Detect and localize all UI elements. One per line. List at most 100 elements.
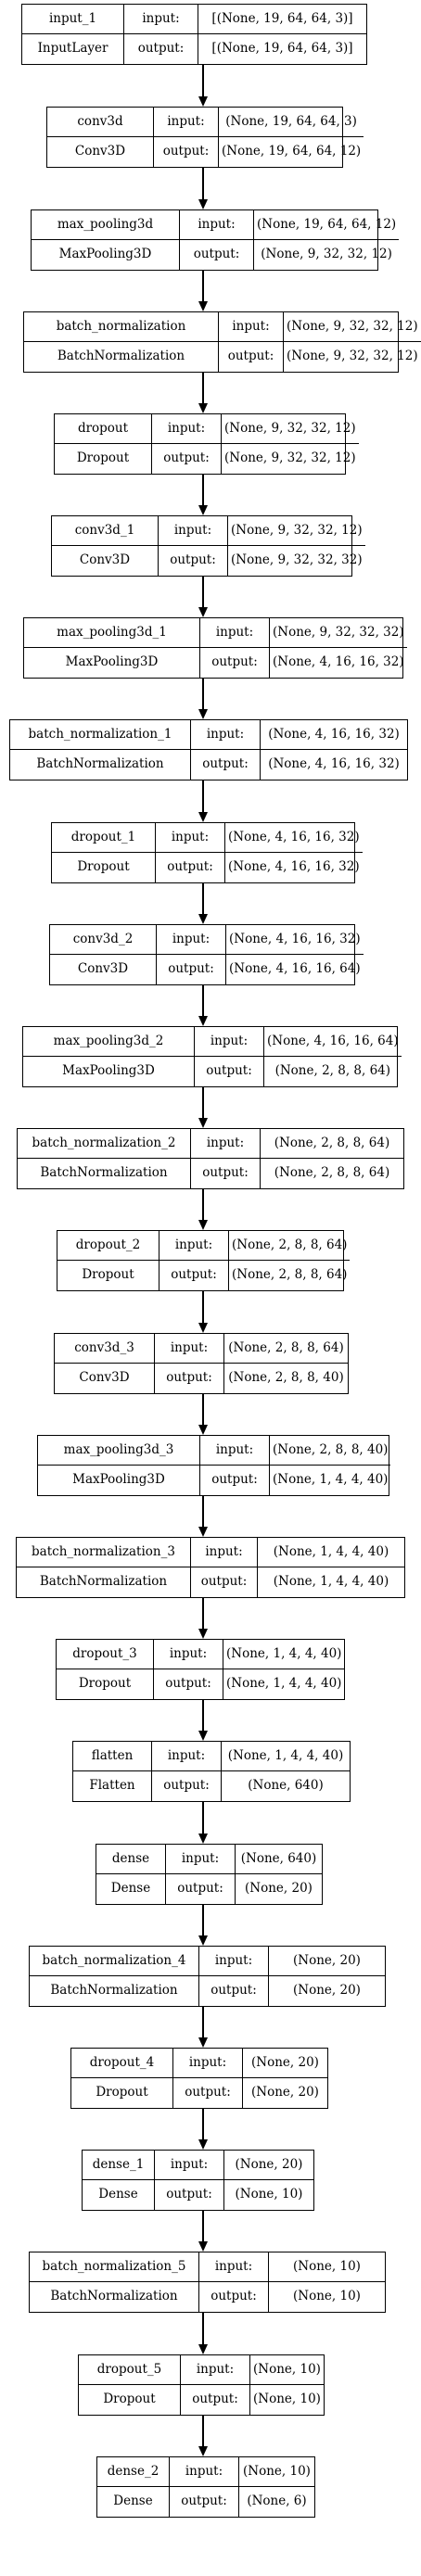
input-shape: [(None, 19, 64, 64, 3)] [198, 5, 366, 34]
edge-line [202, 2211, 204, 2242]
layer-name: max_pooling3d_2 [23, 1027, 195, 1057]
layer-type: MaxPooling3D [32, 240, 180, 270]
layer-type: MaxPooling3D [38, 1466, 200, 1495]
output-label: output: [152, 444, 222, 474]
input-label: input: [166, 1845, 236, 1874]
input-shape: (None, 1, 4, 4, 40) [258, 1538, 404, 1567]
input-shape: (None, 640) [236, 1845, 322, 1874]
arrowhead-icon [198, 505, 208, 515]
arrowhead-icon [198, 199, 208, 209]
arrowhead-icon [198, 1425, 208, 1435]
output-label: output: [199, 1976, 269, 2006]
output-label: output: [200, 648, 270, 678]
arrowhead-icon [198, 2139, 208, 2150]
input-shape: (None, 20) [243, 2049, 327, 2078]
layer-name: dropout_3 [57, 1640, 154, 1669]
input-label: input: [159, 1231, 229, 1261]
output-shape: (None, 4, 16, 16, 32) [273, 654, 404, 670]
input-label: input: [170, 2457, 239, 2487]
input-shape: (None, 9, 32, 32, 32) [270, 618, 407, 648]
arrowhead-icon [198, 1220, 208, 1230]
layer-type: Conv3D [47, 137, 154, 167]
input-label: input: [155, 1334, 224, 1364]
arrowhead-icon [198, 1016, 208, 1026]
layer-name: conv3d_1 [52, 516, 159, 546]
layer-type: Dropout [79, 2385, 181, 2415]
layer-name: conv3d [47, 108, 154, 137]
arrowhead-icon [198, 1731, 208, 1741]
input-shape: (None, 4, 16, 16, 32) [226, 925, 364, 955]
output-shape: (None, 9, 32, 32, 12) [261, 247, 392, 262]
arrowhead-icon [198, 709, 208, 719]
edge-line [202, 577, 204, 608]
output-label: output: [200, 1466, 270, 1495]
output-shape: (None, 10) [235, 2187, 303, 2202]
edge-line [202, 65, 204, 97]
input-label: input: [152, 414, 222, 444]
output-label: output: [195, 1057, 264, 1086]
arrowhead-icon [198, 607, 208, 617]
layer-name: dropout_2 [57, 1231, 159, 1261]
input-shape: (None, 4, 16, 16, 64) [264, 1027, 402, 1057]
arrowhead-icon [198, 1527, 208, 1537]
output-shape: (None, 10) [253, 2392, 321, 2407]
arrowhead-icon [198, 914, 208, 924]
input-shape: (None, 9, 32, 32, 12) [284, 312, 421, 342]
output-label: output: [155, 1364, 224, 1393]
layer-name: input_1 [22, 5, 124, 34]
arrowhead-icon [198, 1118, 208, 1128]
arrowhead-icon [198, 403, 208, 413]
edge-line [202, 1291, 204, 1324]
output-label: output: [166, 1874, 236, 1904]
edge-line [202, 1598, 204, 1630]
output-label: output: [181, 2385, 250, 2415]
edge-line [202, 1394, 204, 1426]
layer-type: BatchNormalization [17, 1567, 191, 1597]
output-shape: (None, 1, 4, 4, 40) [226, 1676, 342, 1692]
layer-type: Dropout [71, 2078, 173, 2108]
layer-name: dense_2 [97, 2457, 170, 2487]
layer-name: dropout_5 [79, 2355, 181, 2385]
arrowhead-icon [198, 1935, 208, 1946]
input-label: input: [152, 1742, 222, 1771]
input-label: input: [195, 1027, 264, 1057]
input-label: input: [199, 1947, 269, 1976]
output-label: output: [157, 955, 226, 984]
output-label: output: [170, 2487, 239, 2517]
input-shape: (None, 2, 8, 8, 64) [261, 1129, 403, 1159]
output-shape: (None, 6) [247, 2494, 307, 2509]
input-shape: (None, 4, 16, 16, 32) [261, 720, 407, 750]
output-shape: (None, 4, 16, 16, 64) [229, 961, 361, 977]
arrowhead-icon [198, 1834, 208, 1844]
layer-name: dropout_4 [71, 2049, 173, 2078]
output-label: output: [159, 546, 228, 576]
layer-type: Dropout [57, 1261, 159, 1290]
edge-line [202, 168, 204, 200]
arrowhead-icon [198, 1629, 208, 1639]
edge-line [202, 2416, 204, 2447]
input-shape: (None, 4, 16, 16, 32) [225, 823, 363, 853]
input-label: input: [156, 823, 225, 853]
arrowhead-icon [198, 96, 208, 107]
layer-name: max_pooling3d_1 [24, 618, 200, 648]
input-label: input: [200, 618, 270, 648]
arrowhead-icon [198, 1323, 208, 1333]
output-shape: (None, 1, 4, 4, 40) [273, 1472, 389, 1488]
edge-line [202, 1496, 204, 1528]
output-shape: (None, 4, 16, 16, 32) [228, 859, 360, 875]
layer-type: BatchNormalization [10, 750, 191, 780]
edge-line [202, 679, 204, 710]
input-label: input: [159, 516, 228, 546]
output-shape: (None, 1, 4, 4, 40) [273, 1574, 389, 1590]
output-label: output: [191, 750, 261, 780]
